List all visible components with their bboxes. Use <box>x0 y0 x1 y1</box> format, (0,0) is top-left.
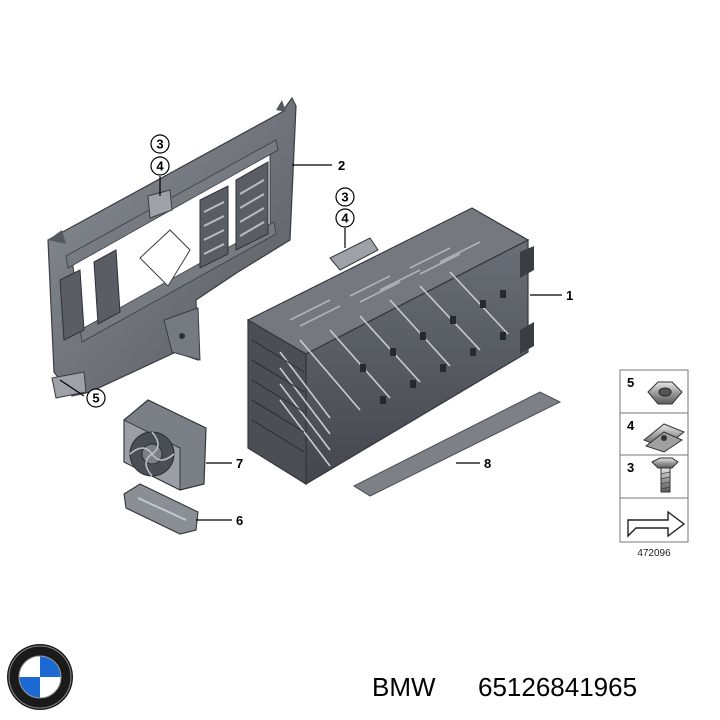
fan-mount-part <box>123 483 199 535</box>
control-unit-part <box>246 207 534 486</box>
callout-label-1: 1 <box>566 288 573 303</box>
hardware-legend: 5 4 3 472096 <box>619 369 689 559</box>
callout-2: 2 <box>338 158 345 173</box>
caption-part-number: 65126841965 <box>478 672 637 702</box>
callout-4-box: 4 <box>335 208 355 228</box>
bmw-logo <box>7 644 73 710</box>
callout-1: 1 <box>566 288 573 303</box>
clip-nut-icon <box>643 423 685 453</box>
callout-8: 8 <box>484 456 491 471</box>
arrow-icon <box>627 510 686 538</box>
fan-part <box>123 399 207 491</box>
leader-lines <box>59 164 562 521</box>
callout-4-top: 4 <box>150 156 170 176</box>
foam-strip-part <box>352 391 562 497</box>
callout-label-6: 6 <box>236 513 243 528</box>
legend-label-5: 5 <box>627 375 634 390</box>
legend-label-4: 4 <box>627 418 635 433</box>
part-caption: BMW 65126841965 <box>372 672 637 702</box>
caption-brand: BMW <box>372 672 436 702</box>
callout-label-4-box: 4 <box>341 211 349 226</box>
hex-nut-icon <box>647 381 683 405</box>
callout-label-3-top: 3 <box>156 137 163 152</box>
callout-label-5: 5 <box>92 391 99 406</box>
callout-label-7: 7 <box>236 456 243 471</box>
bolt-icon <box>651 457 679 493</box>
callout-3-box: 3 <box>335 187 355 207</box>
callout-5: 5 <box>86 388 106 408</box>
bracket-part <box>47 96 297 399</box>
reference-number: 472096 <box>637 548 671 559</box>
callout-label-8: 8 <box>484 456 491 471</box>
callout-label-2: 2 <box>338 158 345 173</box>
legend-label-3: 3 <box>627 460 634 475</box>
callout-6: 6 <box>236 513 243 528</box>
callout-label-3-box: 3 <box>341 190 348 205</box>
callout-label-4-top: 4 <box>156 159 164 174</box>
callout-7: 7 <box>236 456 243 471</box>
callout-3-top: 3 <box>150 134 170 154</box>
